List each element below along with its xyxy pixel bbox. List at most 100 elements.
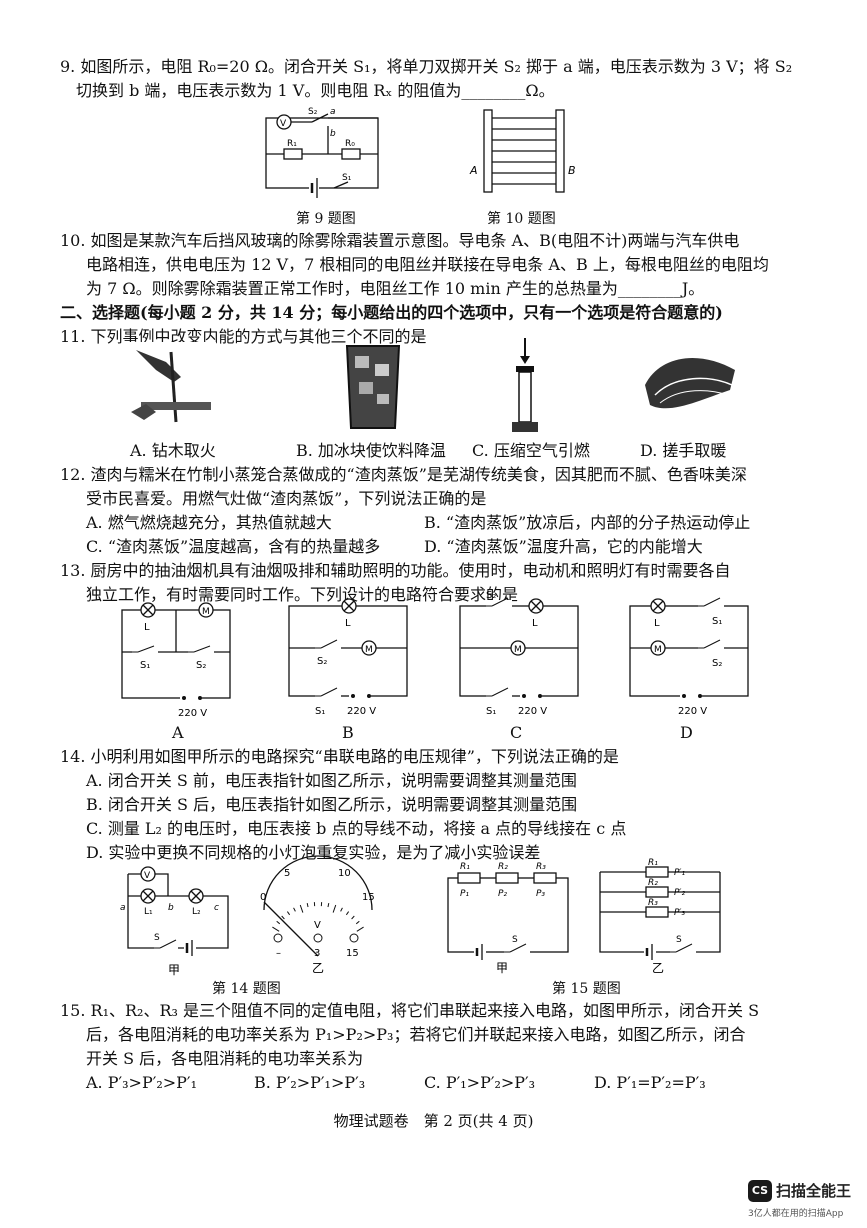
q12-option-a[interactable]: A. 燃气燃烧越充分，其热值就越大 <box>86 513 332 532</box>
q14-option-d[interactable]: D. 实验中更换不同规格的小灯泡重复实验，是为了减小实验误差 <box>86 843 541 862</box>
q11-option-a[interactable]: A. 钻木取火 <box>130 441 216 460</box>
lamp-label-b: L <box>345 618 351 629</box>
q10-defroster-figure: A B <box>469 109 576 193</box>
q12-line1: 12. 渣肉与糯米在竹制小蒸笼合蒸做成的“渣肉蒸饭”是芜湖传统美食，因其肥而不腻… <box>60 465 747 484</box>
meter-tick <box>355 920 360 925</box>
q14-jia-label: 甲 <box>168 963 180 977</box>
q13-circuit-c: S₂ L M S₁ 220 V <box>459 590 579 717</box>
series-resistor <box>495 872 519 884</box>
q15-s-label-jia: S <box>512 935 518 945</box>
q11-option-b[interactable]: B. 加冰块使饮料降温 <box>296 441 446 460</box>
meter-tick <box>293 907 296 912</box>
q14-a-label: a <box>120 903 126 913</box>
q15-option-a[interactable]: A. P′₃>P′₂>P′₁ <box>86 1073 197 1092</box>
meter-tick <box>281 915 285 920</box>
tick-5: 5 <box>284 868 290 879</box>
scanner-app-name: 扫描全能王 <box>776 1182 852 1200</box>
q13-option-a[interactable]: A <box>172 723 184 742</box>
series-resistor-label: R₂ <box>498 862 508 872</box>
q12-option-d[interactable]: D. “渣肉蒸饭”温度升高，它的内能增大 <box>424 537 703 556</box>
ice-drink-image <box>345 345 401 429</box>
meter-tick <box>327 902 330 908</box>
parallel-resistor <box>645 886 669 898</box>
series-resistor <box>533 872 557 884</box>
meter-tick <box>345 911 350 916</box>
q13-option-d[interactable]: D <box>680 723 693 742</box>
q11-option-d[interactable]: D. 搓手取暖 <box>640 441 727 460</box>
q15-line2: 后，各电阻消耗的电功率关系为 P₁>P₂>P₃；若将它们并联起来接入电路，如图乙… <box>86 1025 746 1044</box>
b-label: b <box>330 129 336 139</box>
series-power-label: P₃ <box>536 889 545 899</box>
q14-option-a[interactable]: A. 闭合开关 S 前，电压表指针如图乙所示，说明需要调整其测量范围 <box>86 771 577 790</box>
series-resistor-label: R₃ <box>536 862 546 872</box>
q15-option-d[interactable]: D. P′₁=P′₂=P′₃ <box>594 1073 706 1092</box>
q14-l2-label: L₂ <box>192 907 201 917</box>
meter-tick <box>340 907 343 912</box>
q13-option-c[interactable]: C <box>510 723 523 742</box>
q12-option-b[interactable]: B. “渣肉蒸饭”放凉后，内部的分子热运动停止 <box>424 513 751 532</box>
q15-option-c[interactable]: C. P′₁>P′₂>P′₃ <box>424 1073 536 1092</box>
parallel-resistor <box>645 906 669 918</box>
air-pump-image <box>512 338 538 432</box>
q15-s-label-yi: S <box>676 935 682 945</box>
meter-unit: V <box>314 920 321 931</box>
q9-circuit-figure: V S₂ a b R₁ R₀ S₁ <box>265 107 379 198</box>
q11-stem: 11. 下列事例中改变内能的方式与其他三个不同的是 <box>60 327 427 346</box>
q12-option-c[interactable]: C. “渣肉蒸饭”温度越高，含有的热量越多 <box>86 537 381 556</box>
parallel-resistor-label: R₁ <box>648 858 658 868</box>
q9-line2: 切换到 b 端，电压表示数为 1 V。则电阻 Rₓ 的阻值为________Ω。 <box>76 81 555 100</box>
q10-caption: 第 10 题图 <box>487 211 556 227</box>
q9-caption: 第 9 题图 <box>296 211 356 227</box>
q14-option-b[interactable]: B. 闭合开关 S 后，电压表指针如图乙所示，说明需要调整其测量范围 <box>86 795 578 814</box>
s2-label-d: S₂ <box>712 658 722 669</box>
meter-tick <box>351 915 355 920</box>
q15-caption: 第 15 题图 <box>552 981 621 997</box>
voltage-label-a: 220 V <box>178 708 207 719</box>
q15-jia-label: 甲 <box>496 961 508 975</box>
q14-caption: 第 14 题图 <box>212 981 281 997</box>
lamp-label-d: L <box>654 618 660 629</box>
q10-line1: 10. 如图是某款汽车后挡风玻璃的除雾除霜装置示意图。导电条 A、B(电阻不计)… <box>60 231 740 250</box>
parallel-power-label: P′₃ <box>674 908 685 918</box>
voltage-label-c: 220 V <box>518 706 547 717</box>
lamp-label-a: L <box>144 622 150 633</box>
voltage-label-b: 220 V <box>347 706 376 717</box>
meter-tick <box>332 904 337 913</box>
motor-label-a: M <box>202 607 210 617</box>
voltage-label-d: 220 V <box>678 706 707 717</box>
tick-10: 10 <box>338 868 351 879</box>
s1-label-d: S₁ <box>712 616 722 627</box>
q11-option-c[interactable]: C. 压缩空气引燃 <box>472 441 590 460</box>
tick-0: 0 <box>260 892 266 903</box>
page-footer: 物理试题卷 第 2 页(共 4 页) <box>333 1112 534 1130</box>
drill-wood-image <box>126 342 216 432</box>
q13-line1: 13. 厨房中的抽油烟机具有油烟吸排和辅助照明的功能。使用时，电动机和照明灯有时… <box>60 561 731 580</box>
rub-hands-image <box>645 358 735 409</box>
terminal-neg: – <box>276 948 281 959</box>
parallel-resistor-label: R₃ <box>648 898 658 908</box>
a-label: a <box>330 107 336 117</box>
q15-option-b[interactable]: B. P′₂>P′₁>P′₃ <box>254 1073 366 1092</box>
q14-option-c[interactable]: C. 测量 L₂ 的电压时，电压表接 b 点的导线不动，将接 a 点的导线接在 … <box>86 819 627 838</box>
series-resistor <box>457 872 481 884</box>
meter-tick <box>276 920 281 925</box>
s1-label: S₁ <box>342 173 352 183</box>
q10-line3: 为 7 Ω。则除雾除霜装置正常工作时，电阻丝工作 10 min 产生的总热量为_… <box>86 279 705 298</box>
voltmeter-label: V <box>280 119 287 129</box>
q10-line2: 电路相连，供电电压为 12 V，7 根相同的电阻丝并联接在导电条 A、B 上，每… <box>86 255 769 274</box>
s2-label-a: S₂ <box>196 660 206 671</box>
q14-c-label: c <box>214 903 219 913</box>
series-power-label: P₂ <box>498 889 507 899</box>
q13-option-b[interactable]: B <box>342 723 354 742</box>
q15-line3: 开关 S 后，各电阻消耗的电功率关系为 <box>86 1049 364 1068</box>
motor-label-b: M <box>365 645 373 655</box>
q13-circuit-a: M L S₁ S₂ 220 V <box>121 602 231 719</box>
s1-label-b: S₁ <box>315 706 325 717</box>
meter-needle <box>263 901 319 957</box>
q14-l1-label: L₁ <box>144 907 153 917</box>
terminal-15: 15 <box>346 948 359 959</box>
q14-circuit-jia: V a b c L₁ L₂ S 甲 <box>120 866 229 977</box>
meter-tick <box>286 911 291 916</box>
